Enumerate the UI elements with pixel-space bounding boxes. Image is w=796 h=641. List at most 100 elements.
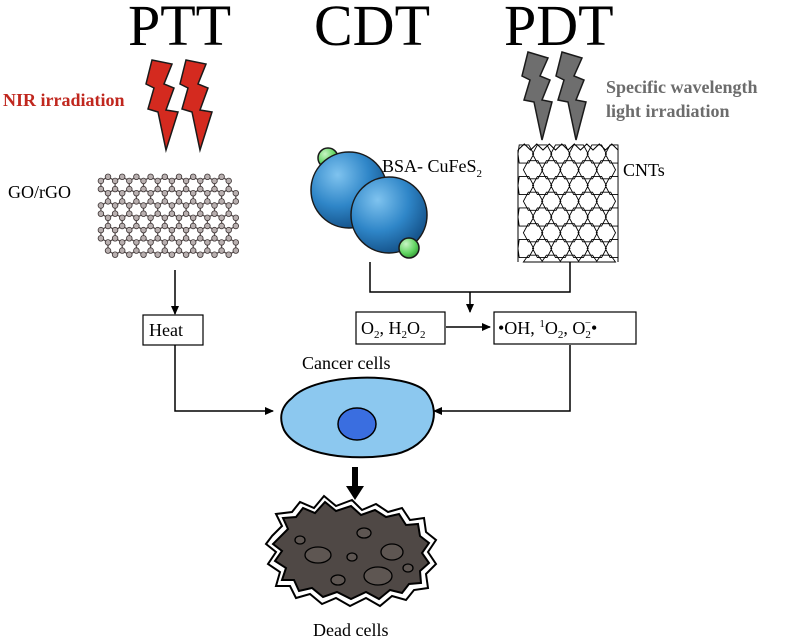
carbon-atom [97,177,105,185]
carbon-atom [232,198,239,205]
nir-lightning-icon [145,59,213,153]
specific-wavelength-label: Specific wavelength [606,77,757,97]
carbon-atom [232,214,239,221]
light-irradiation-label: light irradiation [606,101,730,121]
arrow-ros-to-cell [433,345,571,415]
title-cdt: CDT [314,0,430,58]
carbon-atom [211,177,218,185]
carbon-atom [161,189,168,197]
carbon-atom [197,202,204,209]
carbon-atom [189,173,197,180]
carbon-atom [197,226,204,234]
carbon-atom [225,185,232,193]
carbon-atom [133,198,140,205]
title-ptt: PTT [128,0,231,58]
go-rgo-label: GO/rGO [8,182,71,202]
carbon-atom [154,177,161,185]
bsa-cufes2-label: BSA- CuFeS2 [382,156,482,180]
carbon-atom [97,202,105,209]
carbon-atom [111,177,119,185]
carbon-atom [168,251,176,258]
carbon-atom [168,177,176,185]
carbon-atom [204,189,211,197]
arrow-to-dead-cell [346,467,364,500]
carbon-atom [133,222,140,230]
carbon-atom [218,239,225,246]
carbon-atom [211,202,218,209]
carbon-atom [225,177,232,185]
dead-cell [264,494,438,608]
carbon-atom [175,198,183,205]
carbon-atom [133,189,140,197]
carbon-atom [168,210,176,217]
carbon-atom [104,222,112,230]
carbon-atom [225,210,232,217]
o2-h2o2-label: O2, H2O2 [361,318,426,341]
carbon-atom [154,226,161,234]
carbon-atom [111,251,119,258]
o2-h2o2-box [355,311,446,345]
arrow-heat-to-cell [174,345,274,415]
carbon-atom [140,251,147,258]
carbon-atom [204,239,211,246]
carbon-atom [182,226,190,234]
heat-label: Heat [149,320,183,340]
carbon-atom [175,247,183,254]
cancer-cells-label: Cancer cells [302,353,390,373]
carbon-atom [118,239,126,246]
carbon-atom [154,235,161,242]
carbon-atom [154,251,161,258]
carbon-atom [147,173,154,180]
carbon-atom [232,189,239,197]
carbon-atom [225,251,232,258]
carbon-atom [218,198,225,205]
carbon-atom [161,247,168,254]
carbon-atom [211,226,218,234]
carbon-atom [104,173,112,180]
carbon-atom [211,251,218,258]
ros-label: •OH, 1O2, O2−• [498,317,597,341]
carbon-atom [182,177,190,185]
nir-irradiation-label: NIR irradiation [3,90,125,110]
carbon-atom [232,222,239,230]
carbon-atom [197,177,204,185]
cnt-hex-mesh [517,144,619,263]
carbon-atom [147,198,154,205]
dead-cells-label: Dead cells [313,620,388,640]
carbon-atom [175,189,183,197]
carbon-atom [189,189,197,197]
carbon-atom [126,185,133,193]
carbon-atom [211,185,218,193]
carbon-atom [154,185,161,193]
carbon-atom [104,247,112,254]
carbon-atom [161,173,168,180]
carbon-atom [97,210,105,217]
carbon-atom [182,202,190,209]
carbon-atom [168,226,176,234]
carbon-atom [189,247,197,254]
carbon-atom [197,251,204,258]
carbon-atom [189,214,197,221]
carbon-atom [118,247,126,254]
light-lightning-icon [521,51,587,141]
bsa-cufes2-nanoparticle [310,147,428,259]
carbon-atom [225,235,232,242]
carbon-atom [118,189,126,197]
carbon-atom [111,202,119,209]
carbon-atom [161,239,168,246]
carbon-atom [189,239,197,246]
carbon-atom [218,214,225,221]
carbon-atom [211,235,218,242]
carbon-atom [104,198,112,205]
carbon-atom [133,247,140,254]
carbon-atom [133,173,140,180]
title-pdt: PDT [504,0,614,58]
carbon-atom [168,235,176,242]
carbon-atom [197,185,204,193]
carbon-atom [147,214,154,221]
carbon-atom [147,189,154,197]
carbon-atom [111,210,119,217]
cnt-rim [517,143,619,151]
carbon-atom [182,185,190,193]
